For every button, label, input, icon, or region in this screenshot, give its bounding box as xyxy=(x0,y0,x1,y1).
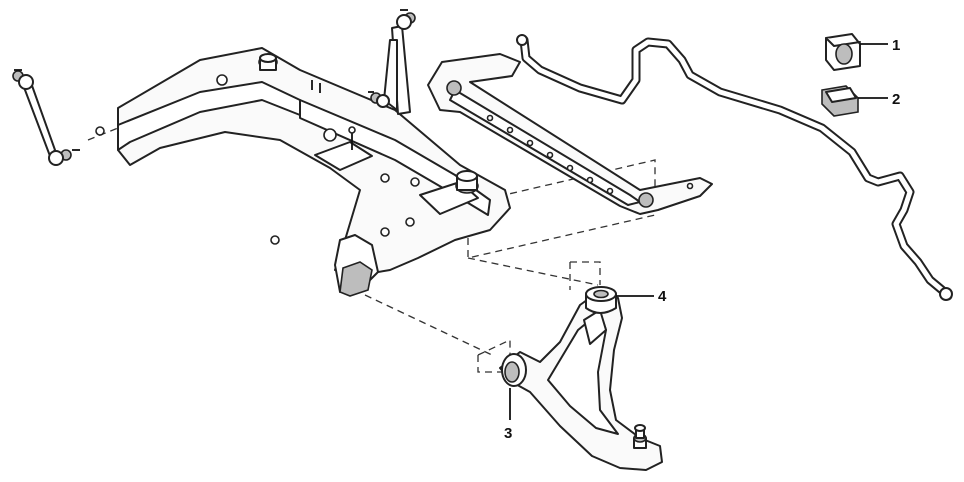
control-arm-front-bushing xyxy=(501,353,527,420)
callout-1: 1 xyxy=(892,37,900,54)
subframe-tie-bar xyxy=(427,53,713,215)
stabilizer-bar-bushing xyxy=(825,33,888,71)
callout-4: 4 xyxy=(658,288,667,305)
lower-control-arm xyxy=(499,291,663,471)
callout-2: 2 xyxy=(892,91,900,108)
control-arm-rear-bushing xyxy=(585,286,654,314)
front-subframe xyxy=(95,47,511,297)
anti-roll-bar xyxy=(516,34,953,301)
stabilizer-link-left xyxy=(12,69,80,166)
stabilizer-link-right xyxy=(368,9,416,115)
subframe-mount-bushing-front xyxy=(258,53,278,71)
subframe-mount-bushing-rear xyxy=(455,170,479,194)
callout-3: 3 xyxy=(504,425,512,442)
ball-joint xyxy=(633,424,647,449)
stabilizer-bar-bushing-clamp xyxy=(821,85,888,117)
